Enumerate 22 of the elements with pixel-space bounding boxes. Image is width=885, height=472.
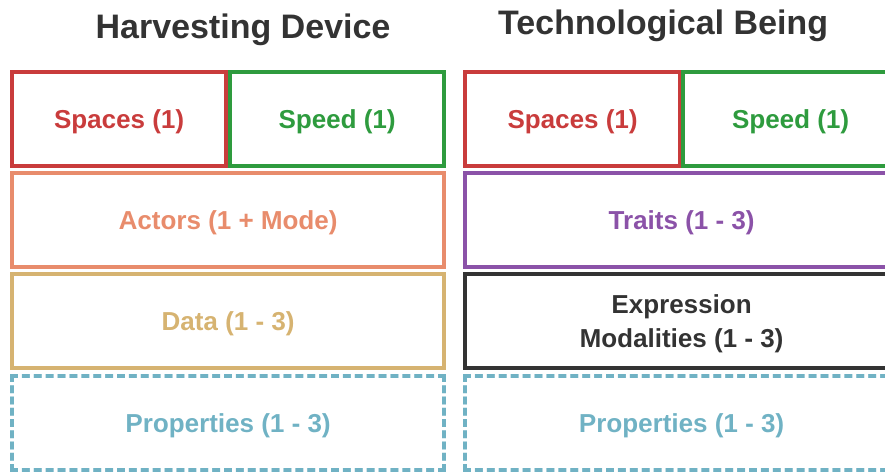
modalities-box — [463, 272, 885, 370]
actors-box — [10, 171, 446, 269]
speed-box — [681, 70, 885, 168]
box-label: Traits (1 - 3) — [608, 204, 754, 237]
speed-box — [228, 70, 446, 168]
box-label: Speed (1) — [278, 103, 396, 136]
column-heading: Harvesting Device — [96, 8, 390, 47]
box-label: Properties (1 - 3) — [578, 407, 784, 440]
box-label: Data (1 - 3) — [162, 305, 294, 338]
data-box — [10, 272, 446, 370]
traits-box — [463, 171, 885, 269]
box-label: Expression Modalities (1 - 3) — [578, 288, 784, 355]
box-label: Properties (1 - 3) — [125, 407, 331, 440]
box-label: Spaces (1) — [507, 103, 638, 136]
properties-box — [463, 374, 885, 472]
spaces-box — [463, 70, 682, 168]
spaces-box — [10, 70, 228, 168]
box-label: Spaces (1) — [54, 103, 184, 136]
column-heading: Technological Being — [498, 4, 828, 43]
properties-box — [10, 374, 446, 472]
box-label: Actors (1 + Mode) — [118, 204, 338, 237]
box-label: Speed (1) — [732, 103, 850, 136]
